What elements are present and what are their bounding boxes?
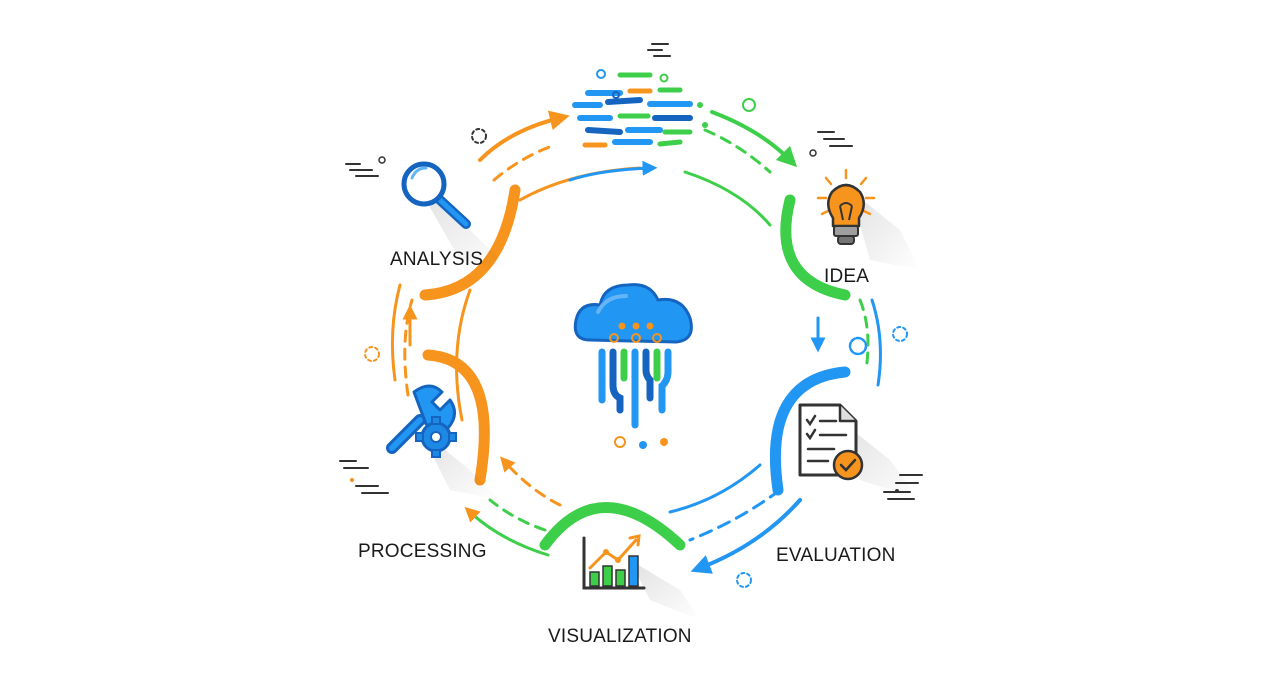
decorations: [339, 43, 923, 588]
cloud-data-icon: [573, 283, 693, 449]
flow-arc-inner-right-top: [683, 170, 772, 227]
flow-arc-vis-to-proc-dashed: [488, 498, 547, 532]
icon-shadows: [420, 190, 920, 620]
stage-arc-processing: [422, 349, 490, 486]
flow-arc-inner-top-blue: [568, 160, 658, 182]
lightbulb-icon: [816, 168, 876, 245]
flow-arc-data-to-idea: [710, 110, 798, 168]
stage-label-idea: IDEA: [824, 266, 869, 287]
wrench-gear-icon: [386, 384, 457, 458]
bar-chart-icon: [582, 534, 646, 590]
stage-labels: ANALYSIS IDEA EVALUATION VISUALIZATION P…: [358, 249, 896, 647]
flow-arc-vis-to-proc: [464, 506, 550, 557]
stage-arc-evaluation: [769, 366, 851, 496]
flow-arc-inner-right-bottom: [668, 463, 762, 514]
flow-arc-eval-to-vis-inner: [688, 488, 782, 542]
flow-arc-analysis-to-data: [478, 110, 570, 162]
flow-arc-eval-to-vis: [690, 498, 802, 574]
data-stream-icon: [572, 69, 708, 148]
flow-arc-inner-top: [518, 166, 642, 202]
flow-arc-data-to-idea-dashed: [703, 128, 772, 174]
flow-arc-left-outer-dashed: [403, 298, 414, 397]
flow-arc-inner-left-bottom: [500, 456, 562, 507]
stage-arc-analysis: [419, 184, 521, 301]
stage-label-processing: PROCESSING: [358, 541, 487, 562]
checklist-document-icon: [798, 403, 864, 481]
flow-arc-analysis-to-data-dashed: [492, 144, 554, 182]
stage-label-evaluation: EVALUATION: [776, 545, 896, 566]
flow-arc-inner-left: [455, 288, 472, 422]
stage-label-visualization: VISUALIZATION: [548, 626, 692, 647]
stage-arc-visualization: [539, 502, 686, 551]
stage-label-analysis: ANALYSIS: [390, 249, 483, 270]
flow-lines: [390, 110, 882, 574]
flow-arc-right-outer: [870, 298, 882, 387]
stage-arcs: [419, 184, 851, 551]
magnifier-icon: [401, 161, 471, 229]
stage-arc-idea: [780, 194, 851, 301]
flow-arc-left-outer: [390, 283, 402, 382]
flow-arc-right-outer-dashed: [858, 298, 870, 372]
